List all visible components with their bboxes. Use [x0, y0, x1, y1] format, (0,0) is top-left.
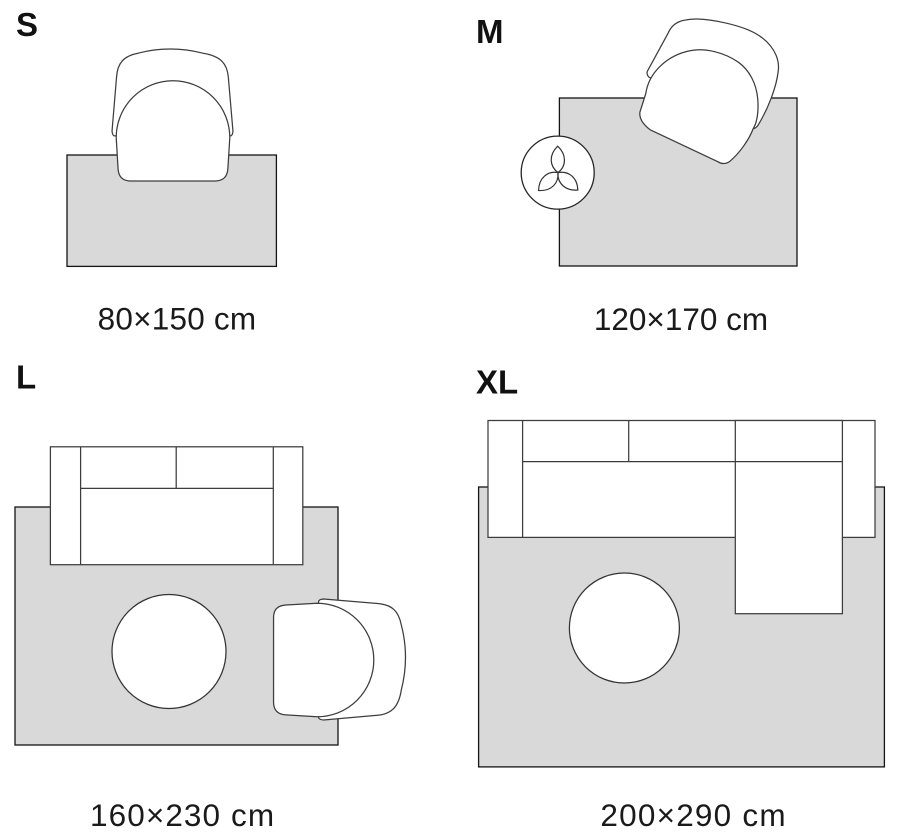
svg-text:M: M	[476, 13, 504, 50]
svg-text:XL: XL	[476, 364, 518, 401]
svg-text:200×290 cm: 200×290 cm	[600, 797, 786, 833]
svg-text:L: L	[16, 359, 36, 396]
svg-text:160×230 cm: 160×230 cm	[90, 797, 275, 833]
svg-text:80×150 cm: 80×150 cm	[98, 301, 257, 337]
svg-text:S: S	[16, 6, 38, 43]
svg-text:120×170 cm: 120×170 cm	[594, 301, 768, 337]
